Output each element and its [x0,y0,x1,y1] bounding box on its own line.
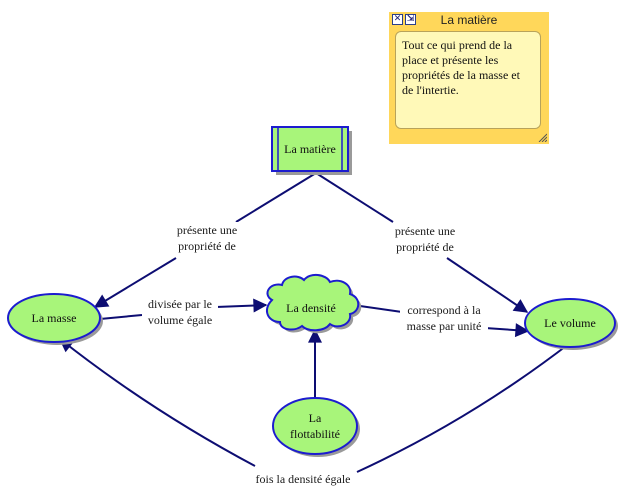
flottabilite-line1: La [308,411,322,425]
resize-grip-icon[interactable] [537,132,547,142]
link-label-matiere-masse[interactable]: présente une propriété de [168,222,246,254]
note-body[interactable]: Tout ce qui prend de la place et présent… [395,31,541,129]
node-label-la-masse: La masse [31,311,77,325]
link-volume-masse-right[interactable] [356,342,571,473]
link-label-line2: propriété de [178,239,236,253]
node-la-masse[interactable] [7,293,103,345]
link-label-line2: masse par unité [406,319,482,333]
flottabilite-line2: flottabilité [290,427,340,441]
node-la-flottabilite[interactable] [272,397,360,457]
link-densite-volume-right[interactable] [484,323,530,338]
node-label-la-matiere: La matière [284,142,336,156]
node-le-volume[interactable] [524,298,618,350]
link-matiere-masse-lower[interactable] [93,257,177,308]
link-label-line1: présente une [394,224,456,238]
node-label-le-volume: Le volume [544,316,596,330]
link-label-masse-densite[interactable]: divisée par le volume égale [142,296,218,328]
link-label-line1: correspond à la [407,303,481,317]
expand-icon[interactable]: ⇲ [405,14,416,25]
link-masse-densite-left[interactable] [99,314,143,320]
close-icon[interactable]: ✕ [392,14,403,25]
link-label-matiere-volume[interactable]: présente une propriété de [386,223,464,255]
note-panel[interactable]: ✕ ⇲ La matière Tout ce qui prend de la p… [389,12,549,144]
link-label-volume-masse[interactable]: fois la densité égale [250,471,356,487]
link-masse-densite-right[interactable] [215,298,268,313]
link-label-densite-volume[interactable]: correspond à la masse par unité [400,302,488,334]
link-matiere-volume-upper[interactable] [315,172,394,223]
link-label-line2: propriété de [396,240,454,254]
link-volume-masse-left[interactable] [58,338,256,467]
link-matiere-volume-lower[interactable] [446,257,529,313]
note-title: La matière [440,13,498,27]
node-la-matiere[interactable] [271,126,352,175]
link-label-line1: divisée par le [148,297,212,311]
node-label-la-densite: La densité [286,301,336,315]
link-label-line1: présente une [176,223,238,237]
links [58,172,571,473]
link-label-line2: volume égale [147,313,213,327]
node-label-la-flottabilite: La flottabilité [273,398,357,454]
node-la-densite[interactable] [265,274,362,334]
link-densite-volume-left[interactable] [359,305,403,313]
link-matiere-masse-upper[interactable] [235,172,317,223]
